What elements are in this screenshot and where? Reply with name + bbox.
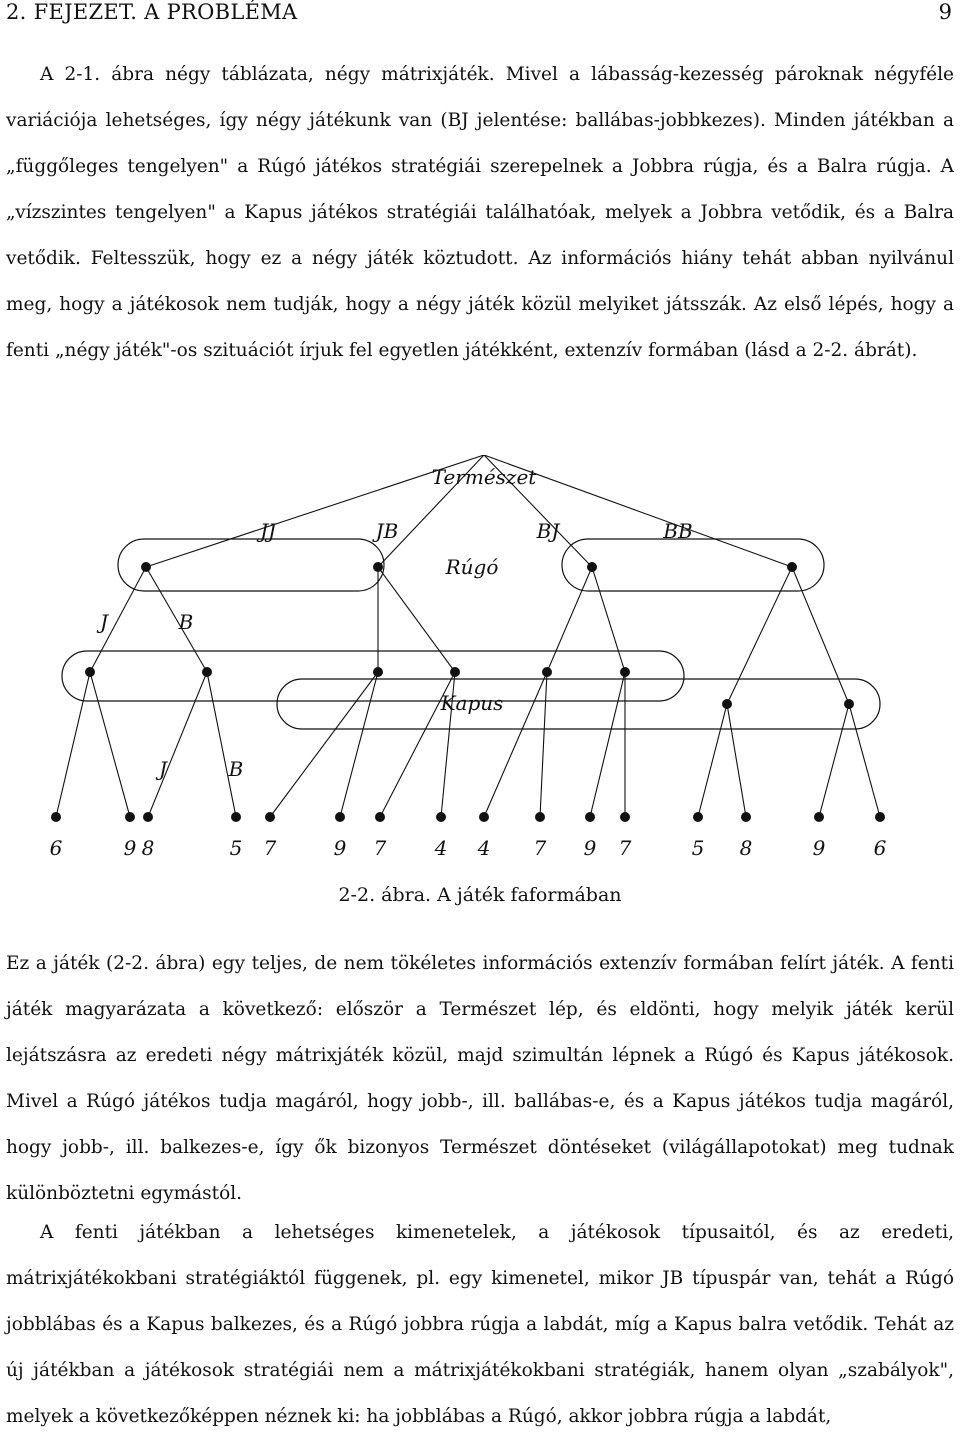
kicker-action-j: J (99, 610, 109, 634)
kicker-info-set-right (561, 538, 825, 592)
edge-nature-0 (145, 455, 485, 568)
terminal-node-14 (814, 812, 824, 822)
payoff-value: 5 (229, 836, 243, 860)
nature-label: Természet (431, 465, 537, 489)
keeper-label: Kapus (440, 691, 504, 715)
keeper-action-j: J (158, 757, 168, 781)
payoff-value: 4 (477, 836, 491, 860)
payoff-value: 6 (49, 836, 63, 860)
terminal-node-9 (535, 812, 545, 822)
nature-node-1 (373, 562, 383, 572)
paragraph-explanation: Ez a játék (2-2. ábra) egy teljes, de ne… (6, 953, 954, 1204)
terminal-node-10 (585, 812, 595, 822)
edge-leaf-6-b (726, 703, 747, 818)
terminal-node-8 (479, 812, 489, 822)
game-tree-figure: Természet JJ JB BJ BB Rúgó J B Kapus J B… (0, 455, 960, 885)
page-number: 9 (938, 0, 952, 24)
terminal-node-15 (875, 812, 885, 822)
terminal-node-0 (51, 812, 61, 822)
edge-kick-3-b (791, 566, 850, 705)
paragraph-outcomes: A fenti játékban a lehetséges kimenetele… (6, 1222, 954, 1427)
nature-node-0 (141, 562, 151, 572)
payoff-value: 4 (434, 836, 448, 860)
branch-label-jj: JJ (259, 519, 277, 543)
terminal-node-3 (231, 812, 241, 822)
decision-node-4 (542, 667, 552, 677)
edge-leaf-1-b (206, 671, 237, 818)
terminal-node-6 (375, 812, 385, 822)
paragraph-intro: A 2-1. ábra négy táblázata, négy mátrixj… (6, 64, 954, 361)
edge-leaf-6-a (697, 703, 728, 818)
edge-leaf-0-a (55, 671, 91, 818)
decision-node-6 (722, 699, 732, 709)
payoff-value: 7 (263, 836, 277, 860)
edge-nature-3 (483, 455, 793, 568)
kicker-info-set-left (117, 538, 385, 592)
kicker-label: Rúgó (445, 555, 499, 579)
terminal-node-12 (693, 812, 703, 822)
edge-nature-2 (483, 455, 593, 568)
terminal-node-13 (741, 812, 751, 822)
edge-leaf-3-b (440, 671, 456, 818)
figure-caption: 2-2. ábra. A játék faformában (338, 884, 622, 906)
edge-kick-1-b (377, 566, 456, 673)
branch-label-bj: BJ (536, 519, 560, 543)
terminal-node-11 (620, 812, 630, 822)
edge-kick-2-a (546, 566, 593, 673)
edge-leaf-2-b (339, 671, 379, 818)
edge-leaf-1-a (147, 671, 208, 818)
payoff-value: 6 (873, 836, 887, 860)
edge-leaf-0-b (89, 671, 131, 818)
decision-node-5 (620, 667, 630, 677)
terminal-node-2 (143, 812, 153, 822)
payoff-value: 9 (333, 836, 347, 860)
kicker-action-b: B (178, 610, 194, 634)
edge-kick-0-a (89, 566, 147, 673)
edge-leaf-7-a (818, 703, 850, 818)
decision-node-1 (202, 667, 212, 677)
decision-node-7 (844, 699, 854, 709)
chapter-title: 2. FEJEZET. A PROBLÉMA (6, 0, 298, 24)
decision-node-0 (85, 667, 95, 677)
payoff-value: 5 (691, 836, 705, 860)
game-tree-diagram (51, 455, 885, 822)
decision-node-3 (450, 667, 460, 677)
nature-node-2 (587, 562, 597, 572)
payoff-value: 7 (533, 836, 547, 860)
edge-nature-1 (377, 455, 485, 568)
branch-label-jb: JB (375, 519, 399, 543)
decision-node-2 (373, 667, 383, 677)
page-header: 2. FEJEZET. A PROBLÉMA 9 (6, 0, 954, 30)
edge-leaf-7-b (848, 703, 881, 818)
edge-leaf-3-a (379, 671, 456, 818)
payoff-value: 9 (123, 836, 137, 860)
payoff-value: 8 (141, 836, 155, 860)
edge-leaf-2-a (269, 671, 379, 818)
payoff-value: 9 (583, 836, 597, 860)
branch-label-bb: BB (663, 519, 693, 543)
edge-leaf-4-b (539, 671, 548, 818)
keeper-info-set-upper (61, 650, 685, 702)
payoff-value: 7 (373, 836, 387, 860)
payoff-value: 7 (618, 836, 632, 860)
edge-kick-0-b (145, 566, 208, 673)
nature-node-3 (787, 562, 797, 572)
terminal-node-4 (265, 812, 275, 822)
keeper-action-b: B (228, 757, 244, 781)
terminal-node-7 (436, 812, 446, 822)
edge-kick-3-a (726, 566, 793, 705)
payoff-value: 8 (739, 836, 753, 860)
edge-leaf-5-a (589, 671, 626, 818)
edge-leaf-4-a (483, 671, 548, 818)
keeper-info-set-lower (276, 678, 881, 730)
terminal-node-5 (335, 812, 345, 822)
payoff-value: 9 (812, 836, 826, 860)
terminal-node-1 (125, 812, 135, 822)
edge-kick-2-b (591, 566, 626, 673)
